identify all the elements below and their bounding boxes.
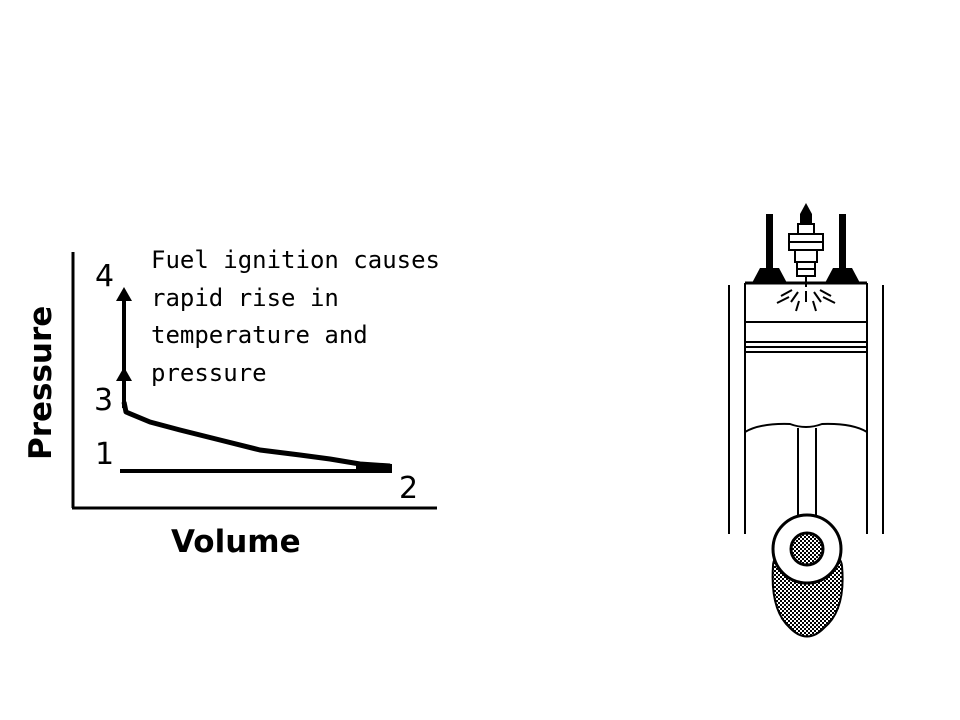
annotation-line: Fuel ignition causes: [151, 246, 440, 274]
engine-cylinder-illustration: [728, 203, 884, 638]
point-label-2: 2: [399, 471, 418, 506]
arrow-head-upper: [116, 287, 132, 301]
exhaust-valve: [825, 214, 860, 283]
spark-plug: [788, 203, 824, 287]
point-label-3: 3: [94, 383, 113, 418]
arrow-head-lower: [116, 367, 132, 381]
piston: [744, 321, 868, 433]
annotation-line: rapid rise in: [151, 284, 339, 312]
pv-diagram: 1 2 3 4 Pressure Volume Fuel ignition ca…: [23, 246, 440, 560]
compression-end-marker: [356, 462, 392, 471]
intake-valve: [752, 214, 787, 283]
y-axis-label: Pressure: [23, 306, 59, 460]
ignition-spark: [776, 289, 836, 312]
compression-curve: [121, 401, 391, 469]
point-label-4: 4: [95, 259, 114, 294]
x-axis-label: Volume: [171, 524, 301, 560]
annotation-line: temperature and: [151, 321, 368, 349]
annotation-text: Fuel ignition causes rapid rise in tempe…: [151, 246, 440, 387]
point-label-1: 1: [95, 437, 114, 472]
crank-pin: [789, 531, 825, 567]
annotation-line: pressure: [151, 359, 267, 387]
connecting-rod: [797, 428, 817, 518]
cylinder-walls: [728, 283, 884, 534]
